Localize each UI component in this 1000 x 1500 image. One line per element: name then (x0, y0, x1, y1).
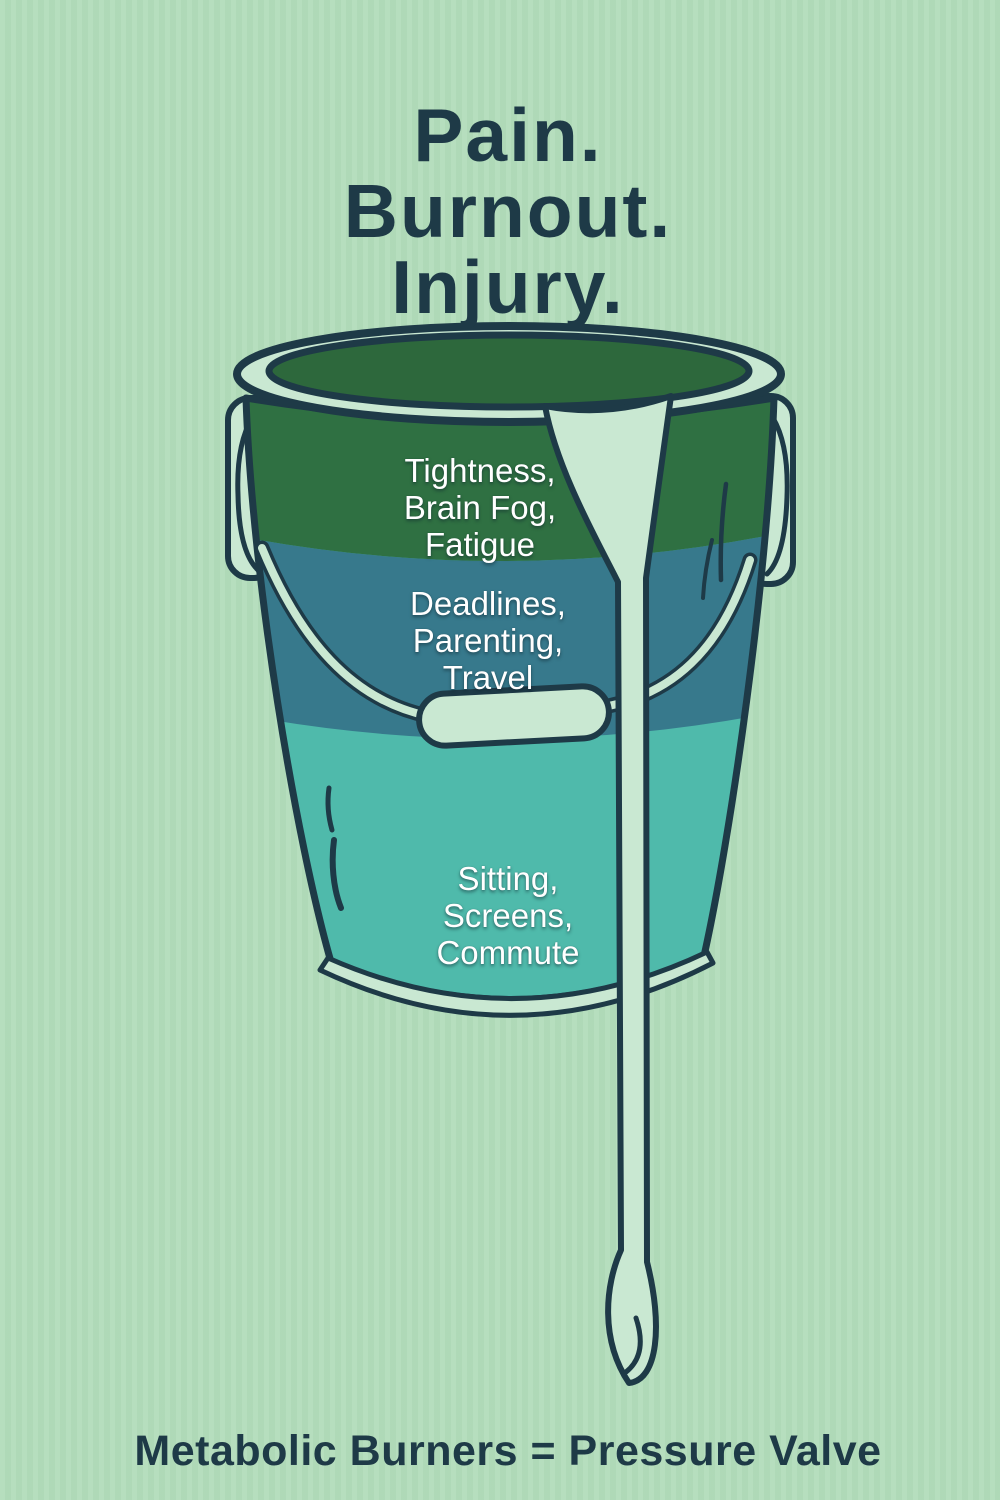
bucket-shading-strokes (325, 481, 729, 911)
bucket-label-life-stressors: Deadlines, Parenting, Travel (410, 585, 566, 696)
bucket-base-rim (317, 949, 716, 1018)
bucket-rim (233, 322, 785, 426)
caption: Metabolic Burners = Pressure Valve (134, 1427, 882, 1475)
bucket-handle (254, 540, 758, 749)
handle-grip (416, 683, 612, 749)
overflow-drip (542, 393, 674, 1386)
drip-stream (542, 393, 674, 1386)
title-line-1: Pain. (413, 93, 603, 177)
bucket-layer-top-green (246, 398, 774, 561)
drip-teardrop-highlight (623, 1315, 643, 1375)
bucket-label-symptoms: Tightness, Brain Fog, Fatigue (403, 452, 557, 563)
title-line-2: Burnout. (343, 169, 673, 253)
bucket-label-daily-habits: Sitting, Screens, Commute (436, 860, 580, 971)
title-line-3: Injury. (391, 245, 625, 329)
bucket-liquid-surface (265, 331, 753, 411)
poster-title: Pain. Burnout. Injury. (16, 97, 1000, 325)
